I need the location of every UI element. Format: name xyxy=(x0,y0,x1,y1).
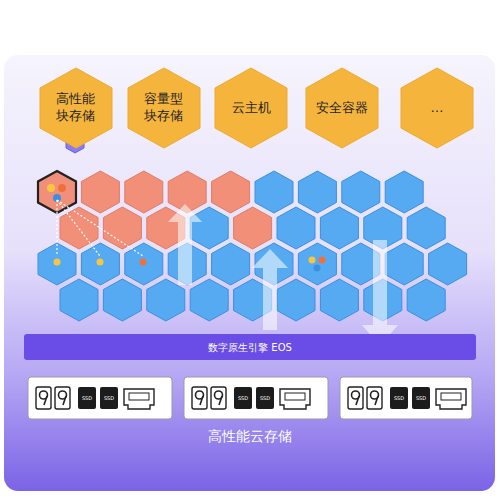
grid-hexagon xyxy=(429,243,467,285)
drive-label: SSD xyxy=(416,395,426,401)
ssd-icon xyxy=(256,387,274,409)
band-rect xyxy=(24,334,476,360)
grid-hexagon xyxy=(298,171,336,213)
grid-hexagon xyxy=(125,243,163,285)
grid-hexagon xyxy=(342,171,380,213)
grid-hexagon xyxy=(103,207,141,249)
data-dot xyxy=(314,265,321,272)
grid-hexagon xyxy=(234,207,272,249)
grid-hexagon xyxy=(60,279,98,321)
nic-chip xyxy=(129,393,149,400)
hdd-arm xyxy=(375,396,378,405)
ssd-icon xyxy=(78,387,96,409)
drive-label: SSD xyxy=(82,395,92,401)
nic-card xyxy=(124,389,154,409)
grid-hexagon xyxy=(190,207,228,249)
hdd-icon xyxy=(367,387,382,409)
service-hexagon: 安全容器 xyxy=(305,67,379,149)
up-arrow xyxy=(168,204,202,285)
grid-hexagon xyxy=(385,243,423,285)
grid-hexagon xyxy=(212,243,250,285)
dotted-leader xyxy=(57,200,143,256)
drive-label: SSD xyxy=(260,395,270,401)
grid-hexagon xyxy=(60,207,98,249)
service-name: 容量型块存储 xyxy=(144,91,184,125)
nic-card xyxy=(280,389,310,409)
hdd-arm xyxy=(356,396,359,405)
service-name: … xyxy=(431,100,444,117)
hexagon-shape xyxy=(401,68,473,148)
dotted-leader xyxy=(56,200,57,256)
hdd-icon xyxy=(211,387,226,409)
drive-label: SSD xyxy=(394,395,404,401)
nic-chip xyxy=(285,393,305,400)
grid-hexagon xyxy=(103,279,141,321)
server-box xyxy=(340,377,472,419)
drive-label: SSD xyxy=(104,395,114,401)
hdd-arm xyxy=(200,396,203,405)
data-dot xyxy=(47,184,55,192)
data-dot xyxy=(97,259,104,266)
grid-hexagon xyxy=(385,171,423,213)
ssd-icon xyxy=(100,387,118,409)
server-box xyxy=(184,377,328,419)
ssd-icon xyxy=(390,387,408,409)
hdd-icon xyxy=(55,387,70,409)
grid-hexagon xyxy=(190,279,228,321)
grid-hexagon xyxy=(277,207,315,249)
grid-hexagon xyxy=(125,171,163,213)
down-arrow xyxy=(362,240,398,346)
flow-arrows xyxy=(168,204,398,346)
hdd-arm xyxy=(63,396,66,405)
service-name: 安全容器 xyxy=(316,100,368,117)
grid-hexagon xyxy=(38,171,76,213)
service-hexagon: 云主机 xyxy=(214,67,288,149)
caption: 高性能云存储 xyxy=(208,428,292,446)
data-dot xyxy=(54,259,61,266)
grid-hexagon xyxy=(255,171,293,213)
data-dot xyxy=(140,259,147,266)
hexagon-shape xyxy=(306,68,378,148)
grid-hexagon xyxy=(320,279,358,321)
data-dot xyxy=(58,184,66,192)
hexagon-shape xyxy=(128,68,200,148)
service-hexagon: 容量型块存储 xyxy=(127,67,201,149)
nic-card xyxy=(436,389,466,409)
service-hexagon: 高性能块存储 xyxy=(39,67,113,149)
grid-hexagon xyxy=(407,279,445,321)
server-box xyxy=(28,377,172,419)
drive-label: SSD xyxy=(238,395,248,401)
grid-hexagon xyxy=(212,171,250,213)
hex-grid xyxy=(38,133,467,321)
hdd-arm xyxy=(219,396,222,405)
ssd-icon xyxy=(412,387,430,409)
grid-hexagon xyxy=(407,207,445,249)
hexagon-shape xyxy=(215,68,287,148)
dotted-leader xyxy=(57,200,100,256)
grid-hexagon xyxy=(298,243,336,285)
ssd-icon xyxy=(234,387,252,409)
grid-hexagon xyxy=(81,243,119,285)
grid-hexagon xyxy=(320,207,358,249)
up-arrow xyxy=(252,249,288,330)
nic-chip xyxy=(441,393,461,400)
service-hexagon: … xyxy=(400,67,474,149)
engine-name: 数字原生引擎 EOS xyxy=(208,341,292,354)
hexagon-shape xyxy=(40,68,112,148)
service-name: 高性能块存储 xyxy=(56,91,96,125)
hdd-icon xyxy=(348,387,363,409)
grid-hexagon xyxy=(277,279,315,321)
engine-band: 数字原生引擎 EOS xyxy=(24,334,476,360)
hdd-arm xyxy=(44,396,47,405)
hdd-icon xyxy=(36,387,51,409)
grid-hexagon xyxy=(147,279,185,321)
data-dot xyxy=(319,257,326,264)
hdd-icon xyxy=(192,387,207,409)
service-name: 云主机 xyxy=(232,100,271,117)
server-rack xyxy=(28,377,472,419)
grid-hexagon xyxy=(81,171,119,213)
data-dot xyxy=(309,257,316,264)
